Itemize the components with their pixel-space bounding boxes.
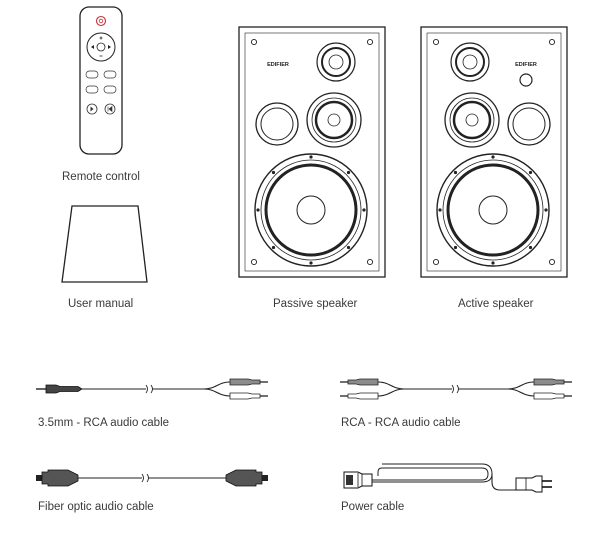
rca-plug-white-icon [229,392,268,400]
midrange-driver-icon [444,92,500,148]
fiber-optic-cable-label: Fiber optic audio cable [38,501,154,513]
active-speaker-label: Active speaker [458,298,534,310]
playback-buttons-icon [86,103,116,115]
optical-plug-right-icon [225,469,268,487]
power-cable-illustration [343,463,552,493]
3.5mm-plug-icon [36,384,83,394]
tweeter-icon [316,42,356,82]
rca-rca-cable-label: RCA - RCA audio cable [341,417,461,429]
3.5mm-rca-cable-illustration [36,378,268,400]
passive-radiator-icon [255,102,299,146]
iec-connector-icon [343,471,373,489]
active-speaker-brand: EDIFIER [515,62,537,68]
dpad-icon [86,32,116,62]
passive-speaker-label: Passive speaker [273,298,358,310]
passive-speaker-brand: EDIFIER [267,62,289,68]
rca-rca-cable-illustration [340,378,572,400]
user-manual-label: User manual [68,298,134,310]
rca-plug-left-red-icon [340,378,379,386]
3.5mm-rca-cable-label: 3.5mm - RCA audio cable [38,417,170,429]
tweeter-icon [450,42,490,82]
rca-plug-right-red-icon [533,378,572,386]
user-manual-illustration [61,205,148,283]
fiber-optic-cable-illustration [36,469,268,487]
rca-plug-right-white-icon [533,392,572,400]
optical-plug-left-icon [36,469,79,487]
us-plug-icon [515,475,552,493]
remote-control-label: Remote control [62,171,140,183]
rca-plug-left-white-icon [340,392,379,400]
power-cable-label: Power cable [341,501,405,513]
passive-radiator-icon [507,102,551,146]
volume-knob-icon [519,73,533,87]
active-speaker-illustration: EDIFIER [420,26,568,278]
rca-plug-red-icon [229,378,268,386]
power-button-icon [95,15,107,27]
woofer-icon [436,153,550,267]
input-buttons-icon [85,70,117,94]
midrange-driver-icon [306,92,362,148]
passive-speaker-illustration: EDIFIER [238,26,386,278]
remote-control-illustration [79,6,123,155]
woofer-icon [254,153,368,267]
